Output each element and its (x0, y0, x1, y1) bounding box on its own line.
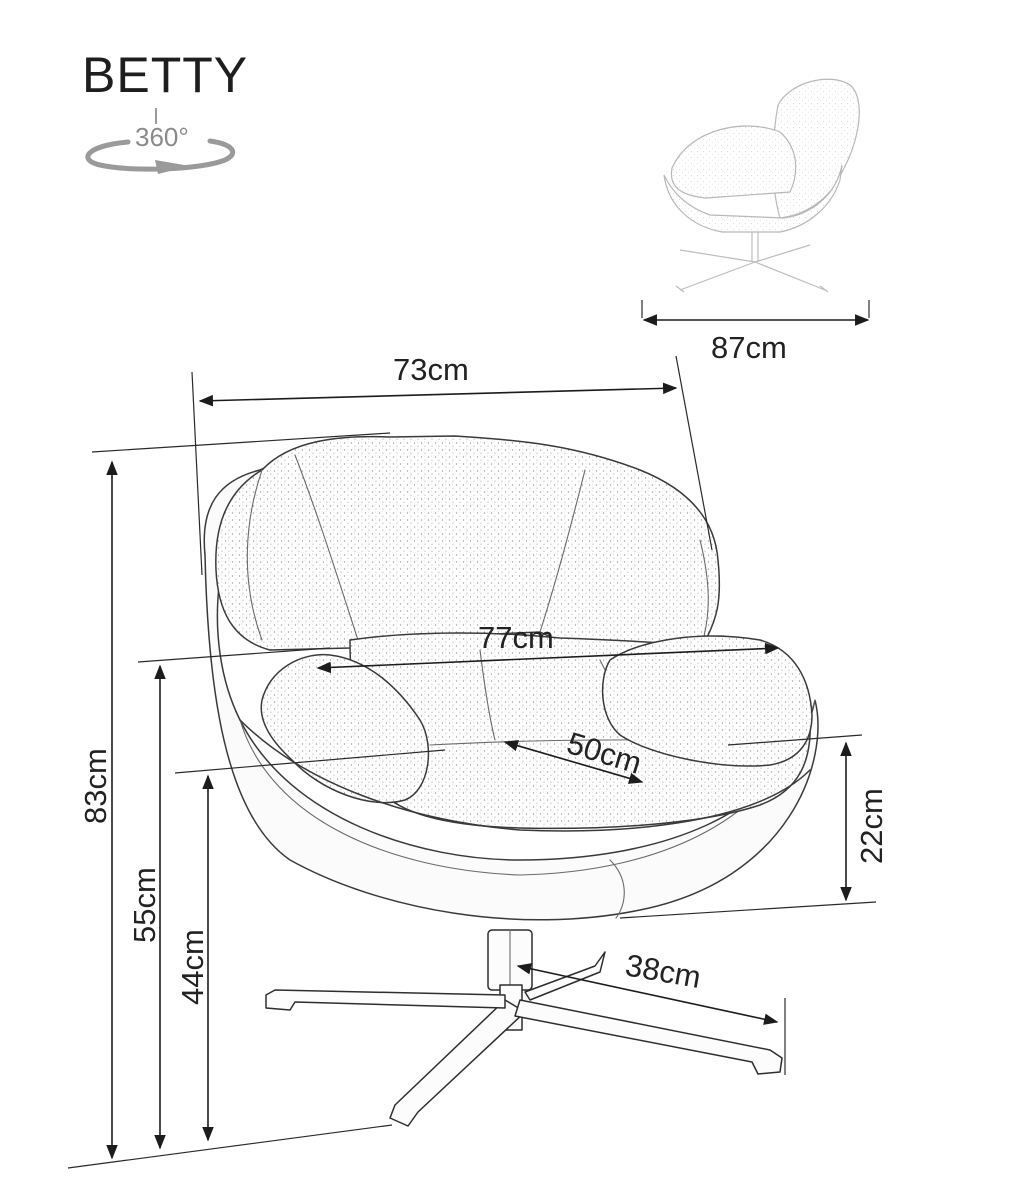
label-width: 73cm (393, 352, 469, 387)
product-title: BETTY (82, 47, 248, 103)
label-base-radius: 38cm (623, 947, 704, 995)
dim-line-arm-width (316, 642, 780, 674)
extension-lines (67, 300, 877, 1169)
dim-line-seat-depth (503, 740, 644, 784)
dim-line-base-radius (516, 963, 779, 1025)
label-arm-width: 77cm (478, 620, 554, 655)
main-chair-illustration (203, 435, 819, 1127)
dim-line-width (198, 382, 678, 407)
swivel-label: 360° (135, 122, 189, 152)
side-view-chair (663, 78, 860, 293)
label-total-height: 83cm (78, 748, 113, 824)
label-depth: 87cm (711, 330, 787, 365)
dimension-lines (106, 314, 870, 1160)
label-armrest-floor-height: 55cm (127, 867, 162, 943)
label-armrest-height: 22cm (854, 788, 889, 864)
label-seat-height: 44cm (175, 929, 210, 1005)
swivel-360-icon: 360° (85, 108, 236, 174)
